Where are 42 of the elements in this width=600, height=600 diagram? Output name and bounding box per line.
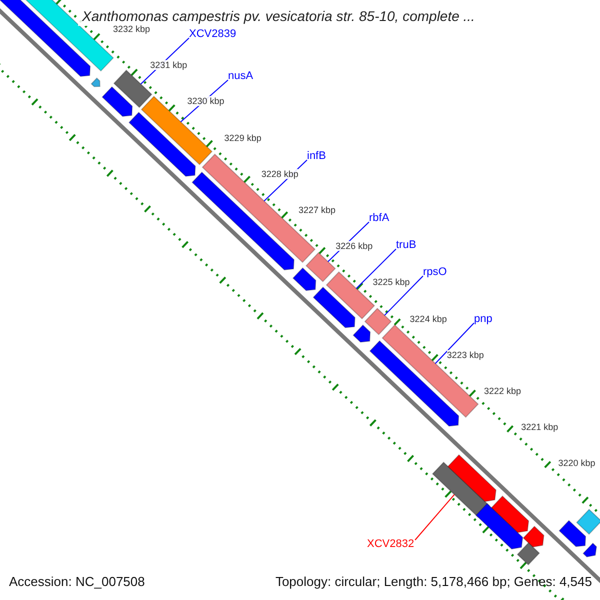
scale-label: 3221 kbp bbox=[521, 422, 558, 432]
gene-feature bbox=[522, 526, 544, 548]
gene-feature bbox=[352, 324, 371, 343]
scale-label: 3220 kbp bbox=[558, 458, 596, 468]
scale-label: 3223 kbp bbox=[446, 350, 484, 360]
gene-feature bbox=[90, 77, 100, 88]
gene-feature bbox=[128, 112, 196, 177]
gene-feature bbox=[292, 267, 316, 291]
scale-label: 3224 kbp bbox=[410, 314, 447, 324]
leader-line bbox=[414, 494, 455, 540]
scale-label: 3225 kbp bbox=[372, 277, 410, 288]
gene-label: XCV2839 bbox=[189, 28, 236, 40]
gene-label: truB bbox=[396, 239, 416, 251]
gene-feature bbox=[475, 502, 524, 550]
gene-feature bbox=[582, 542, 597, 558]
gene-label: rbfA bbox=[369, 212, 390, 224]
gene-label: nusA bbox=[228, 70, 254, 82]
gene-bar bbox=[305, 252, 336, 282]
leader-line bbox=[384, 276, 424, 316]
scale-label: 3232 kbp bbox=[113, 24, 150, 34]
gene-bar bbox=[364, 308, 392, 336]
gene-feature bbox=[102, 86, 133, 117]
gene-feature bbox=[558, 520, 586, 548]
leader-line bbox=[434, 322, 474, 364]
scale-label: 3231 kbp bbox=[150, 60, 188, 70]
gene-bar bbox=[516, 542, 540, 566]
scale-label: 3222 kbp bbox=[484, 386, 522, 396]
gene-label: pnp bbox=[474, 313, 492, 325]
gene-feature bbox=[490, 495, 530, 534]
leader-line bbox=[356, 248, 396, 289]
scale-label: 3228 kbp bbox=[261, 168, 298, 179]
gene-label: XCV2832 bbox=[367, 538, 414, 550]
scale-label: 3229 kbp bbox=[224, 132, 262, 143]
gene-label: rpsO bbox=[423, 266, 447, 278]
scale-label: 3230 kbp bbox=[187, 96, 224, 106]
gene-feature bbox=[447, 454, 496, 502]
footer-text: Topology: circular; Length: 5,178,466 bp; Genes: 4,545 bbox=[275, 574, 592, 589]
scale-label: 3227 kbp bbox=[298, 205, 336, 215]
gene-feature bbox=[312, 286, 356, 328]
gene-label: infB bbox=[307, 150, 326, 162]
scale-label: 3226 kbp bbox=[336, 241, 373, 252]
footer-text: Accession: NC_007508 bbox=[9, 574, 145, 589]
